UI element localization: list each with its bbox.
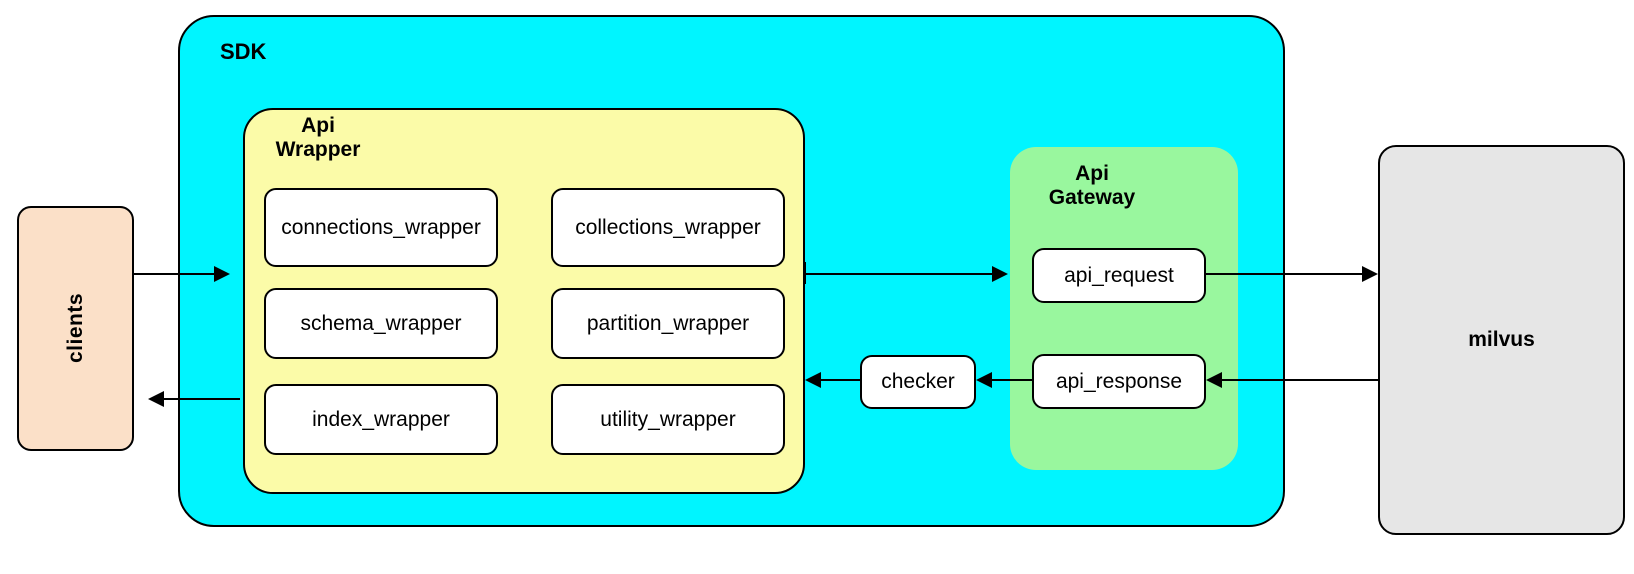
node-schema-wrapper[interactable]: schema_wrapper [264, 288, 498, 359]
container-api-wrapper-label: Api Wrapper [275, 114, 361, 161]
node-milvus[interactable]: milvus [1378, 145, 1625, 535]
node-utility-wrapper[interactable]: utility_wrapper [551, 384, 785, 455]
node-checker[interactable]: checker [860, 355, 976, 409]
container-sdk-label: SDK [220, 39, 267, 64]
container-api-gateway-label: Api Gateway [1048, 162, 1136, 209]
node-clients[interactable]: clients [17, 206, 134, 451]
node-api-request[interactable]: api_request [1032, 248, 1206, 303]
node-collections-wrapper[interactable]: collections_wrapper [551, 188, 785, 267]
node-clients-label: clients [63, 293, 87, 364]
container-api-gateway [1010, 147, 1238, 470]
node-connections-wrapper[interactable]: connections_wrapper [264, 188, 498, 267]
node-index-wrapper[interactable]: index_wrapper [264, 384, 498, 455]
node-partition-wrapper[interactable]: partition_wrapper [551, 288, 785, 359]
node-api-response[interactable]: api_response [1032, 354, 1206, 409]
